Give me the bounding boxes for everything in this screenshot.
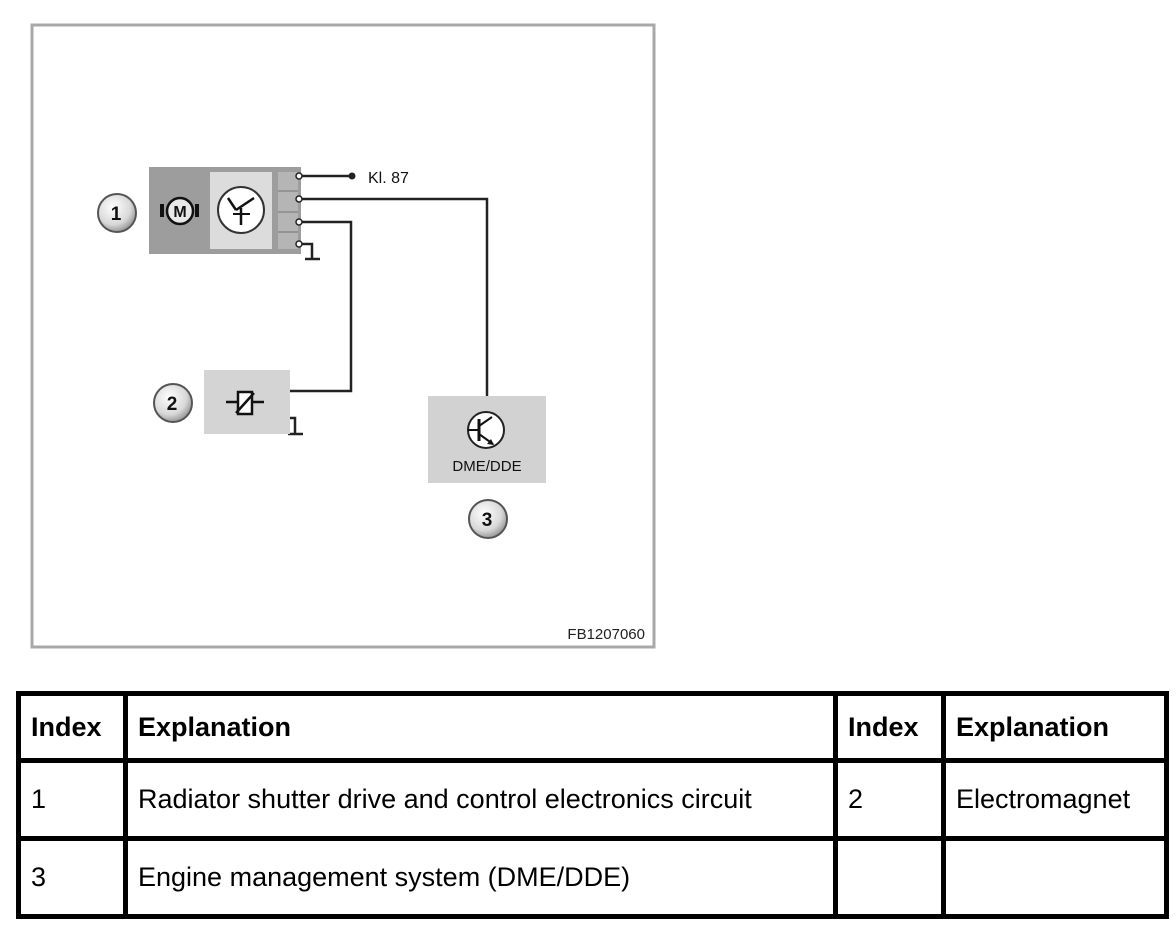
- wiring-diagram: M Kl. 87: [30, 23, 656, 649]
- legend-index: 1: [16, 758, 128, 841]
- table-row: 1 Radiator shutter drive and control ele…: [16, 758, 1169, 841]
- table-row: 3 Engine management system (DME/DDE): [16, 836, 1169, 919]
- motor-symbol: M: [173, 204, 186, 221]
- legend-index: 3: [16, 836, 128, 919]
- wiring: [290, 174, 489, 433]
- legend-explanation: Engine management system (DME/DDE): [123, 836, 838, 919]
- legend-explanation: Electromagnet: [941, 758, 1169, 841]
- callout-3: 3: [468, 499, 508, 539]
- ecu-label: DME/DDE: [452, 458, 521, 475]
- legend-header-explanation: Explanation: [123, 691, 838, 763]
- terminal-label: Kl. 87: [368, 170, 409, 187]
- electromagnet-icon: [226, 390, 264, 416]
- control-electronics-icon: [217, 186, 265, 234]
- legend-header-index: Index: [16, 691, 128, 763]
- legend-header-explanation: Explanation: [941, 691, 1169, 763]
- legend-header-index: Index: [833, 691, 946, 763]
- motor-icon: M: [160, 196, 199, 226]
- legend-table: Index Explanation Index Explanation 1 Ra…: [16, 691, 1169, 919]
- callout-2: 2: [153, 383, 193, 423]
- transistor-icon: [467, 411, 505, 449]
- legend-explanation: [941, 836, 1169, 919]
- legend-index: [833, 836, 946, 919]
- pin-terminals: [295, 172, 303, 248]
- diagram-frame: [30, 23, 656, 649]
- legend-index: 2: [833, 758, 946, 841]
- connector-pins: [278, 172, 298, 249]
- legend-explanation: Radiator shutter drive and control elect…: [123, 758, 838, 841]
- legend-header-row: Index Explanation Index Explanation: [16, 691, 1169, 763]
- callout-3-number: 3: [482, 510, 493, 531]
- callout-1: 1: [97, 193, 137, 233]
- callout-2-number: 2: [167, 394, 178, 415]
- callout-1-number: 1: [111, 204, 122, 225]
- terminal-dot: [348, 172, 356, 180]
- figure-code: FB1207060: [567, 626, 645, 643]
